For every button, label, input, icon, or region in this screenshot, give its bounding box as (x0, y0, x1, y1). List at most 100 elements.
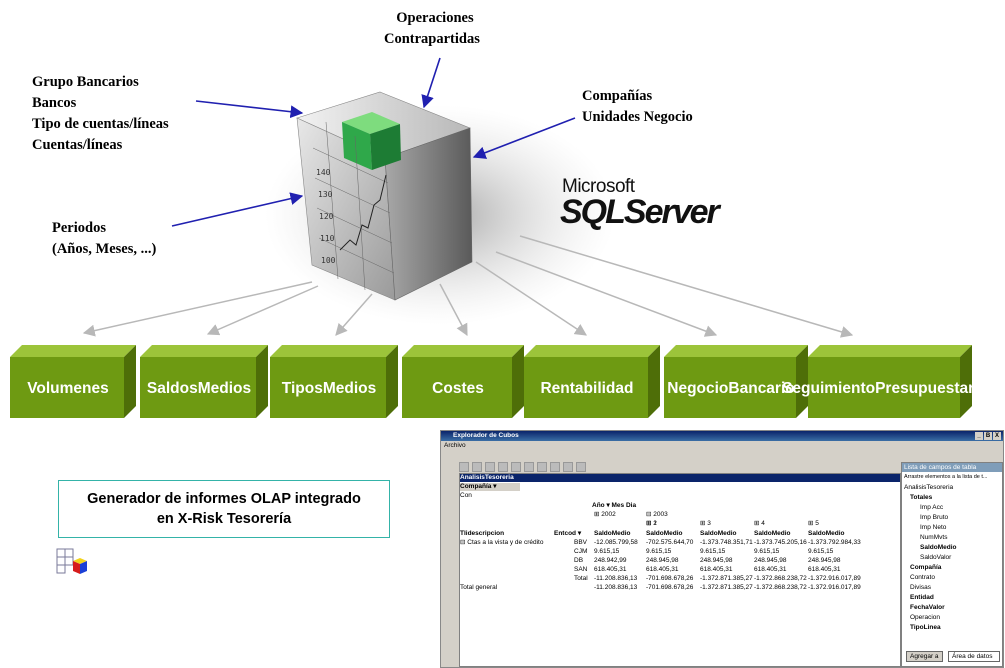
label-companias-line2: Unidades Negocio (582, 109, 693, 125)
label-periodos-line1: Periodos (52, 220, 106, 236)
pivot-value: 248.945,98 (646, 557, 679, 564)
toolbar-icon[interactable] (563, 462, 573, 472)
field-list-item[interactable]: TipoLinea (910, 624, 941, 631)
arrow-companias (472, 117, 576, 159)
field-list-item[interactable]: SaldoMedio (920, 544, 957, 551)
field-list-item[interactable]: Imp Neto (920, 524, 947, 531)
pivot-value: 248.945,98 (700, 557, 733, 564)
logo-sqlserver: SQLServer (560, 193, 720, 231)
field-list-item[interactable]: Imp Bruto (920, 514, 949, 521)
pivot-value: 248.945,98 (808, 557, 841, 564)
pivot-total-value: -11.208.836,13 (594, 584, 638, 591)
output-box-line1: Costes (432, 379, 484, 397)
toolbar-icon[interactable] (498, 462, 508, 472)
pivot-total-value: -1.372.871.385,27 (700, 584, 753, 591)
field-list-item[interactable]: NumMvts (920, 534, 948, 541)
output-box-line2: Medios (197, 379, 252, 397)
label-companias-line1: Compañías (582, 88, 653, 104)
toolbar-icon[interactable] (511, 462, 521, 472)
output-box-line2: Presupuestario (875, 379, 988, 397)
svg-text:120: 120 (319, 212, 334, 221)
toolbar-icon[interactable] (459, 462, 469, 472)
add-to-button[interactable]: Agregar a (906, 651, 943, 662)
field-list-item[interactable]: FechaValor (910, 604, 945, 611)
field-list-item[interactable]: Totales (910, 494, 933, 501)
pivot-value: -1.373.792.984,33 (808, 539, 861, 546)
generator-line2: en X-Risk Tesorería (156, 511, 292, 527)
svg-text:110: 110 (320, 234, 335, 243)
toolbar-icon[interactable] (472, 462, 482, 472)
toolbar-icon[interactable] (537, 462, 547, 472)
olap-cube-icon (56, 548, 87, 574)
window-title: Explorador de Cubos (453, 432, 519, 439)
label-periodos: Periodos (Años, Meses, ...) (52, 218, 156, 260)
field-list-hint: Arrastre elementos a la lista de t... (904, 474, 988, 480)
pivot-measure-header: SaldoMedio (754, 530, 791, 537)
svg-text:130: 130 (318, 190, 333, 199)
field-list-item[interactable]: Entidad (910, 594, 934, 601)
label-grupo-line2: Bancos (32, 95, 77, 111)
toolbar-icon[interactable] (524, 462, 534, 472)
window-titlebar: Explorador de Cubos _ B X (441, 431, 1003, 441)
pivot-entity: BBV (574, 539, 588, 546)
pivot-measure-header: SaldoMedio (700, 530, 737, 537)
label-grupo-line3: Tipo de cuentas/líneas (32, 116, 169, 132)
pivot-value: 618.405,31 (754, 566, 787, 573)
field-list-item[interactable]: Divisas (910, 584, 931, 591)
field-list-item[interactable]: Compañía (910, 564, 942, 571)
label-grupo-line4: Cuentas/líneas (32, 137, 123, 153)
pivot-value: -1.373.748.351,71 (700, 539, 753, 546)
pivot-value: -1.372.871.385,27 (700, 575, 753, 582)
toolbar-icon[interactable] (485, 462, 495, 472)
pivot-year-2002[interactable]: ⊞ 2002 (594, 511, 616, 518)
pivot-row-header-desc[interactable]: Tlidescripcion (460, 530, 505, 537)
label-grupo: Grupo Bancarios Bancos Tipo de cuentas/l… (32, 72, 169, 156)
pivot-cube-name: AnalisisTesoreria (460, 474, 900, 482)
pivot-measure-header: SaldoMedio (594, 530, 631, 537)
minimize-button[interactable]: _ (975, 432, 983, 440)
pivot-row-header-ent[interactable]: Entcod ▾ (554, 530, 582, 537)
pivot-value: 9.615,15 (808, 548, 834, 555)
pivot-measure-header: SaldoMedio (808, 530, 845, 537)
maximize-button[interactable]: B (984, 432, 992, 440)
toolbar-icon[interactable] (550, 462, 560, 472)
close-button[interactable]: X (993, 432, 1001, 440)
label-operaciones-line1: Operaciones (396, 10, 474, 26)
field-list-item[interactable]: Contrato (910, 574, 935, 581)
pivot-value: 618.405,31 (646, 566, 679, 573)
output-box-line1: Volumenes (27, 379, 109, 397)
pivot-value: -701.698.678,26 (646, 575, 694, 582)
field-list-item[interactable]: SaldoValor (920, 554, 952, 561)
pivot-value: 248.942,99 (594, 557, 627, 564)
output-box-shape (524, 345, 660, 418)
pivot-filter[interactable]: Compañía ▾ (460, 483, 520, 491)
area-select[interactable]: Área de datos (948, 651, 1000, 662)
svg-text:140: 140 (316, 168, 331, 177)
cube-highlight-side (370, 124, 401, 170)
output-box-label: Costes (402, 359, 514, 418)
pivot-year-2003[interactable]: ⊟ 2003 (646, 511, 668, 518)
output-box-3: Costes (402, 345, 524, 418)
output-box-0: Volumenes (10, 345, 136, 418)
pivot-month: ⊞ 2 (646, 520, 657, 527)
pivot-group-label[interactable]: ⊟ Ctas a la vista y de crédito (460, 539, 544, 546)
arrow-grupo (195, 100, 304, 119)
pivot-value: 618.405,31 (594, 566, 627, 573)
field-list-item[interactable]: Operacion (910, 614, 940, 621)
output-box-line1: Rentabilidad (540, 379, 634, 397)
pivot-value: -702.575.644,70 (646, 539, 694, 546)
toolbar-icon[interactable] (576, 462, 586, 472)
field-list-item[interactable]: Imp Acc (920, 504, 944, 511)
pivot-month: ⊞ 3 (700, 520, 711, 527)
pivot-month: ⊞ 5 (808, 520, 819, 527)
label-operaciones-line2: Contrapartidas (384, 31, 480, 47)
output-box-shape (140, 345, 268, 418)
field-list-item[interactable]: AnalisisTesoreria (904, 484, 954, 491)
pivot-col-header[interactable]: Año ▾ Mes Dia (592, 502, 637, 509)
menu-archivo[interactable]: Archivo (444, 442, 466, 449)
